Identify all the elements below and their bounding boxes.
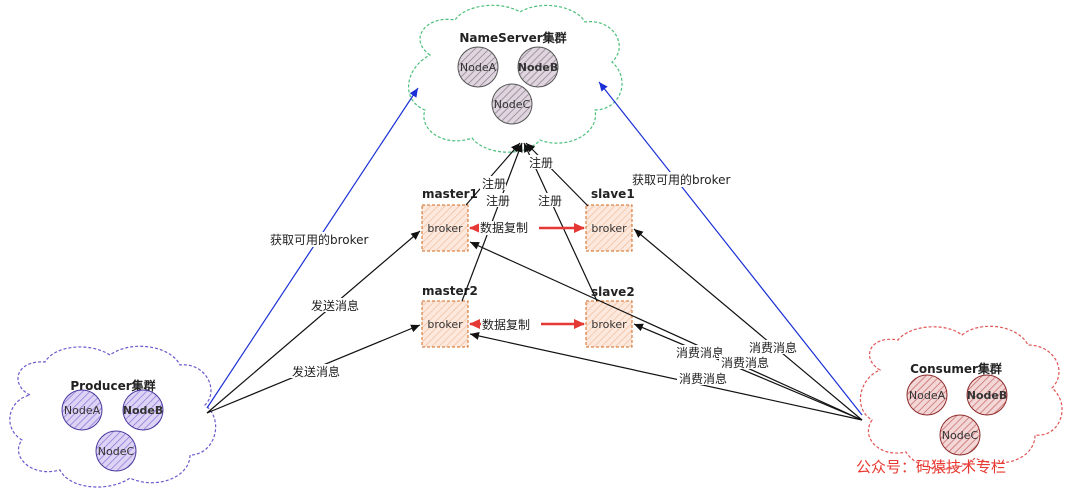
label-consume-2: 消费消息 — [676, 345, 724, 360]
consumer-edges — [469, 228, 863, 421]
label-consume-3: 消费消息 — [721, 355, 769, 370]
edge-slave1-register — [525, 142, 589, 207]
producer-node-c-label: NodeC — [98, 445, 135, 458]
lookup-edges — [206, 81, 863, 416]
broker-master2-label: broker — [427, 318, 463, 331]
producer-cluster: Producer集群 NodeA NodeB NodeC — [9, 345, 217, 488]
nameserver-node-b-label: NodeB — [518, 61, 558, 74]
consumer-node-c-label: NodeC — [942, 429, 979, 442]
edge-consumer-slave1 — [633, 228, 863, 421]
broker-master1-label: broker — [427, 222, 463, 235]
label-replicate-1: 数据复制 — [480, 220, 528, 235]
label-consumer-get-broker: 获取可用的broker — [632, 172, 731, 187]
consumer-node-a — [906, 374, 948, 416]
nameserver-cloud — [408, 4, 623, 153]
label-producer-get-broker: 获取可用的broker — [270, 232, 369, 247]
consumer-node-a-label: NodeA — [909, 389, 946, 402]
consumer-cloud — [859, 325, 1063, 470]
broker-master2-title: master2 — [422, 284, 478, 298]
label-send-msg-1: 发送消息 — [311, 298, 359, 313]
broker-slave2-label: broker — [591, 318, 627, 331]
broker-master1-title: master1 — [422, 187, 478, 201]
broker-slave1-label: broker — [591, 222, 627, 235]
consumer-node-c — [939, 414, 981, 456]
label-consume-4: 消费消息 — [679, 371, 727, 386]
consumer-node-b — [966, 374, 1008, 416]
broker-slave1: slave1 broker — [585, 187, 635, 252]
edge-master1-register — [465, 142, 521, 206]
consumer-node-b-label: NodeB — [967, 389, 1007, 402]
broker-master2: master2 broker — [421, 284, 478, 348]
consumer-title: Consumer集群 — [910, 361, 1002, 376]
producer-node-b — [122, 389, 164, 431]
producer-node-b-label: NodeB — [123, 404, 163, 417]
nameserver-node-c — [491, 83, 533, 125]
watermark: 公众号：码猿技术专栏 — [856, 458, 1006, 476]
edge-producer-nameserver — [206, 87, 419, 409]
label-register-slave1: 注册 — [529, 155, 553, 170]
broker-slave2-box — [585, 300, 633, 348]
replication-edges — [469, 223, 585, 329]
producer-node-c — [95, 430, 137, 472]
edge-labels: 注册 注册 注册 注册 数据复制 数据复制 获取可用的broker 获取可用的b… — [268, 155, 799, 386]
label-send-msg-2: 发送消息 — [292, 364, 340, 379]
nameserver-node-c-label: NodeC — [494, 98, 531, 111]
producer-node-a — [61, 389, 103, 431]
label-register-master1: 注册 — [482, 176, 506, 191]
broker-slave2-title: slave2 — [591, 285, 635, 299]
broker-master1: master1 broker — [421, 187, 478, 252]
producer-title: Producer集群 — [70, 378, 155, 393]
producer-cloud — [9, 345, 217, 488]
edge-consumer-nameserver — [598, 81, 863, 416]
broker-master2-box — [421, 300, 469, 348]
nameserver-node-a — [457, 46, 499, 88]
nameserver-node-a-label: NodeA — [460, 61, 497, 74]
nameserver-title: NameServer集群 — [459, 30, 566, 45]
broker-slave1-title: slave1 — [591, 187, 635, 201]
label-replicate-2: 数据复制 — [482, 317, 530, 332]
broker-master1-box — [421, 204, 469, 252]
edge-producer-master1 — [206, 230, 421, 414]
nameserver-node-b — [517, 46, 559, 88]
producer-node-a-label: NodeA — [64, 404, 101, 417]
broker-slave2: slave2 broker — [585, 285, 635, 348]
producer-send-edges — [206, 230, 421, 414]
consumer-cluster: Consumer集群 NodeA NodeB NodeC — [859, 325, 1063, 470]
label-consume-1: 消费消息 — [749, 340, 797, 355]
edge-slave2-register — [523, 142, 598, 302]
label-register-master2: 注册 — [486, 193, 510, 208]
edge-consumer-slave2 — [633, 323, 863, 421]
edge-consumer-master2 — [469, 332, 863, 421]
nameserver-cluster: NameServer集群 NodeA NodeB NodeC — [408, 4, 623, 153]
broker-slave1-box — [585, 204, 633, 252]
edge-consumer-master1 — [469, 241, 863, 421]
label-register-slave2: 注册 — [538, 193, 562, 208]
